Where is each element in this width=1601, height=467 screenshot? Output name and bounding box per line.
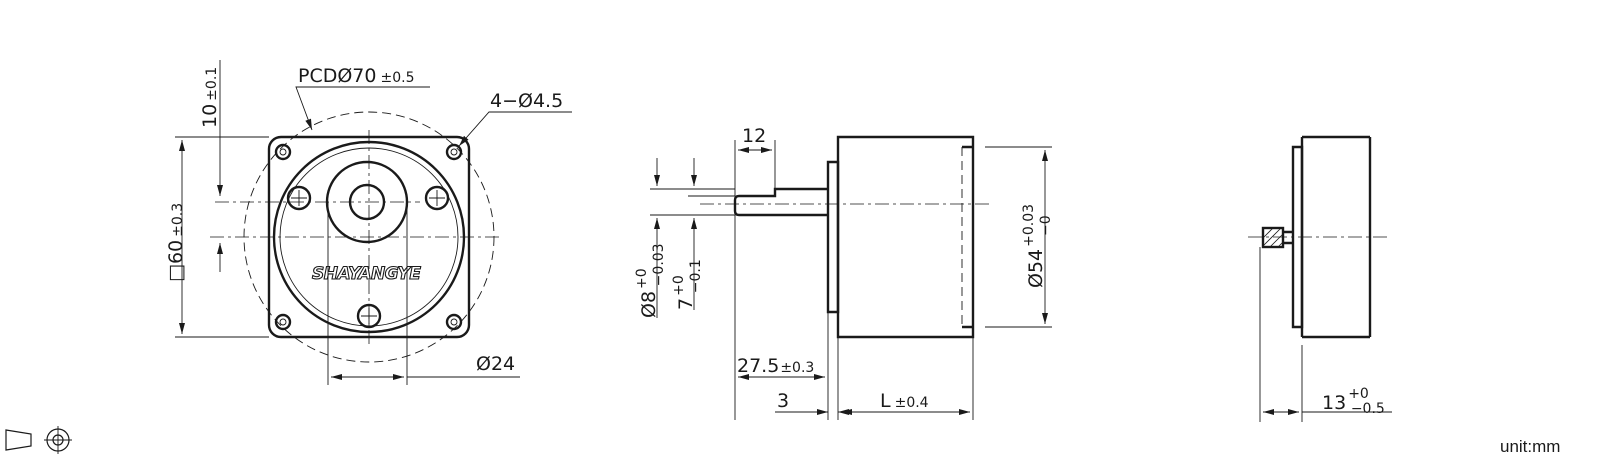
motor-body [836,135,975,339]
screws [286,185,450,329]
mounting-holes [274,143,463,331]
shaft [733,187,828,217]
flat-dim-label: 7+0−0.1 [671,259,704,310]
projection-circle-icon [44,426,72,454]
rear-body [1300,135,1372,339]
front-view: SHAYANGYE □60±0.3 10±0.1 PCDØ70±0.5 4−Ø4… [165,60,572,385]
side-view: 12 Ø8+0−0.03 7+0−0.1 27.5±0.3 3 L±0.4 [634,125,1054,420]
offset-dim-label: 10±0.1 [199,67,221,128]
side-len-label: 13+0−0.5 [1322,386,1385,417]
shaft-len-label: 27.5±0.3 [737,355,814,377]
pilot-dim-label: 3 [777,390,789,412]
hole-label: 4−Ø4.5 [490,90,563,112]
shaft-dia-label: Ø8+0−0.03 [634,243,667,318]
projection-symbol [5,426,72,454]
pilot-step [826,160,840,314]
projection-cone-icon [5,429,32,451]
pcd-label: PCDØ70±0.5 [298,65,415,87]
body-len-label: L±0.4 [880,390,929,412]
rear-flange [1291,145,1304,329]
rear-view: 13+0−0.5 [1248,135,1392,422]
unit-label: unit:mm [1500,437,1560,456]
brand-logo: SHAYANGYE [312,264,421,284]
shaft-step-label: 12 [742,125,766,147]
boss-dim-label: Ø24 [476,353,515,375]
body-dia-label: Ø54+0.03−0 [1021,204,1054,288]
square-dim-label: □60±0.3 [165,203,187,282]
